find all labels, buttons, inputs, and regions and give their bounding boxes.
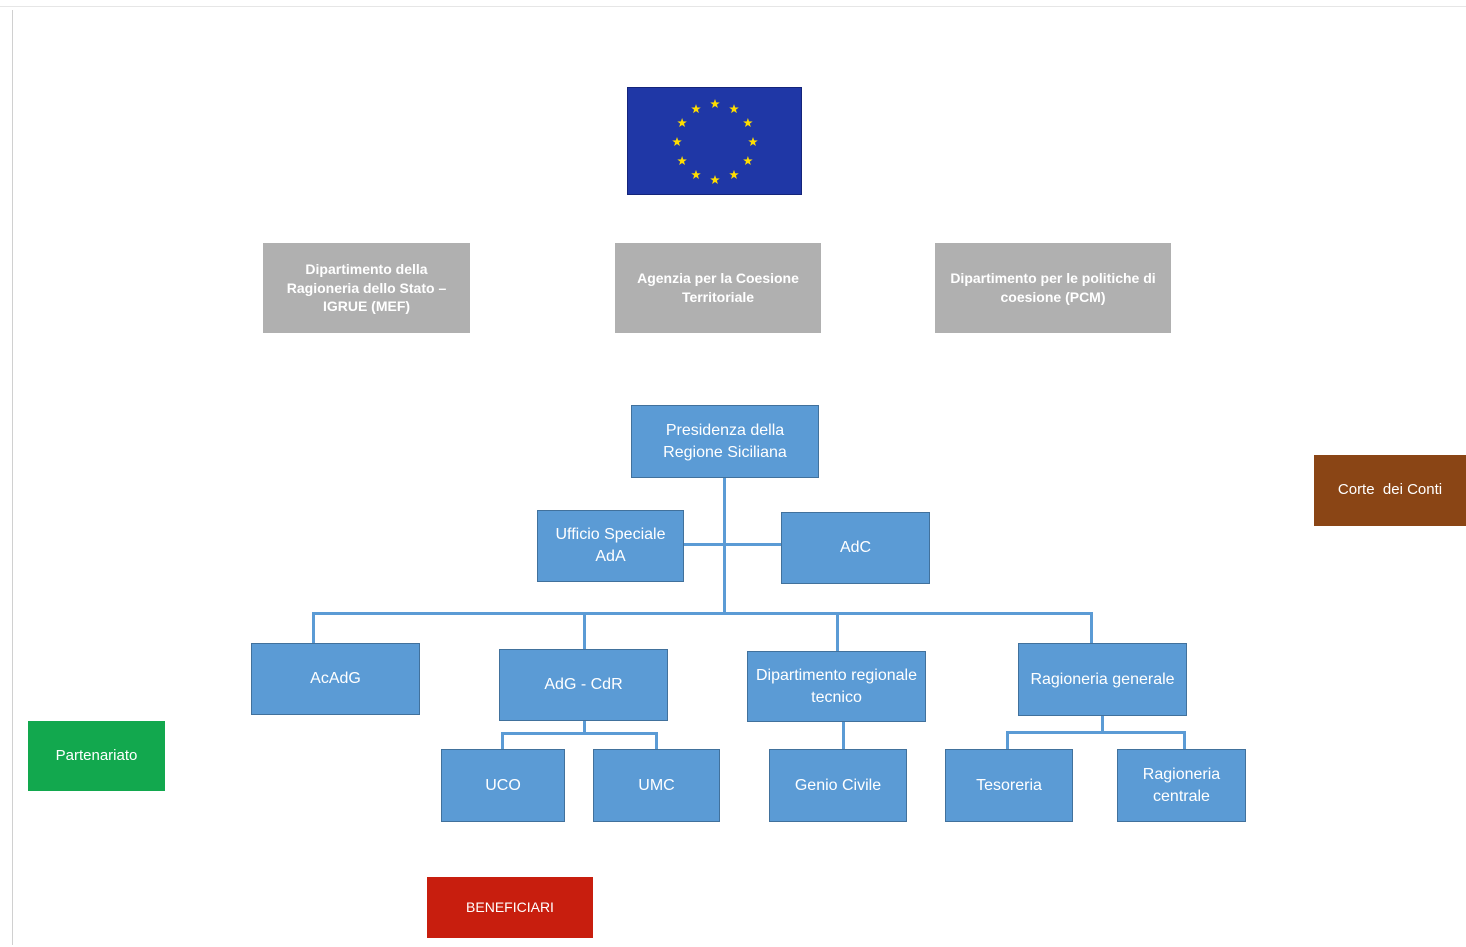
box-presidenza-label: Presidenza della Regione Siciliana <box>663 421 787 461</box>
box-beneficiari-label: BENEFICIARI <box>466 899 554 916</box>
eu-stars-icon <box>672 99 758 185</box>
box-adc: AdC <box>781 512 930 584</box>
eu-flag-icon <box>627 87 802 195</box>
connector-ragioneria-centrale <box>1183 731 1186 751</box>
eu-star-icon <box>729 104 739 114</box>
eu-star-icon <box>710 175 720 185</box>
connector-adg-bar <box>501 732 658 735</box>
connector-genio-civile <box>842 721 845 751</box>
box-dipartimento-tecnico-label: Dipartimento regionale tecnico <box>756 666 917 706</box>
box-ragioneria-stato-label: Dipartimento della Ragioneria dello Stat… <box>286 260 447 315</box>
eu-star-icon <box>691 169 701 179</box>
connector-ragioneria-bar <box>1006 731 1186 734</box>
eu-star-icon <box>691 104 701 114</box>
page-frame-left <box>12 10 13 945</box>
box-ragioneria-generale: Ragioneria generale <box>1018 643 1187 716</box>
box-agenzia-coesione-label: Agenzia per la Coesione Territoriale <box>637 270 799 305</box>
box-genio-civile-label: Genio Civile <box>794 776 882 794</box>
connector-ragioneria-generale <box>1090 612 1093 645</box>
box-partenariato-label: Partenariato <box>55 746 138 764</box>
box-ragioneria-generale-label: Ragioneria generale <box>1030 670 1175 688</box>
connector-uco <box>501 732 504 750</box>
connector-adg-down <box>583 720 586 734</box>
box-agenzia-coesione: Agenzia per la Coesione Territoriale <box>615 243 821 333</box>
box-tesoreria: Tesoreria <box>945 749 1073 822</box>
connector-dip-tecnico <box>836 612 839 652</box>
connector-acadg <box>312 612 315 645</box>
connector-level2-bar <box>312 612 1093 615</box>
connector-ragioneria-down <box>1101 715 1104 733</box>
eu-star-icon <box>677 118 687 128</box>
box-umc: UMC <box>593 749 720 822</box>
box-ufficio-ada-label: Ufficio Speciale AdA <box>555 526 666 565</box>
box-dipartimento-tecnico: Dipartimento regionale tecnico <box>747 651 926 722</box>
box-adc-label: AdC <box>839 539 872 557</box>
connector-umc <box>655 732 658 750</box>
box-tesoreria-label: Tesoreria <box>976 776 1042 794</box>
box-presidenza: Presidenza della Regione Siciliana <box>631 405 819 478</box>
box-acadg: AcAdG <box>251 643 420 715</box>
page-frame-top <box>0 6 1466 7</box>
box-partenariato: Partenariato <box>28 721 165 791</box>
connector-adg <box>583 612 586 651</box>
box-acadg-label: AcAdG <box>310 670 361 688</box>
box-ragioneria-centrale-label: Ragioneria centrale <box>1142 765 1221 805</box>
eu-star-icon <box>672 137 682 147</box>
eu-star-icon <box>743 118 753 128</box>
eu-star-icon <box>710 99 720 109</box>
box-adg-cdr-label: AdG - CdR <box>544 676 623 694</box>
box-beneficiari: BENEFICIARI <box>427 877 593 938</box>
connector-ada-adc <box>683 543 782 546</box>
box-ragioneria-stato: Dipartimento della Ragioneria dello Stat… <box>263 243 470 333</box>
eu-star-icon <box>748 137 758 147</box>
box-ragioneria-centrale: Ragioneria centrale <box>1117 749 1246 822</box>
box-ufficio-ada: Ufficio Speciale AdA <box>537 510 684 582</box>
box-uco-label: UCO <box>485 776 521 794</box>
box-corte-dei-conti: Corte dei Conti <box>1314 455 1466 526</box>
box-corte-dei-conti-label: Corte dei Conti <box>1337 481 1443 499</box>
box-genio-civile: Genio Civile <box>769 749 907 822</box>
eu-star-icon <box>729 169 739 179</box>
box-umc-label: UMC <box>638 776 675 794</box>
eu-star-icon <box>677 156 687 166</box>
connector-tesoreria <box>1006 731 1009 751</box>
box-uco: UCO <box>441 749 565 822</box>
eu-star-icon <box>743 156 753 166</box>
box-dipartimento-coesione-label: Dipartimento per le politiche di coesion… <box>950 270 1156 305</box>
box-adg-cdr: AdG - CdR <box>499 649 668 721</box>
box-dipartimento-coesione: Dipartimento per le politiche di coesion… <box>935 243 1171 333</box>
